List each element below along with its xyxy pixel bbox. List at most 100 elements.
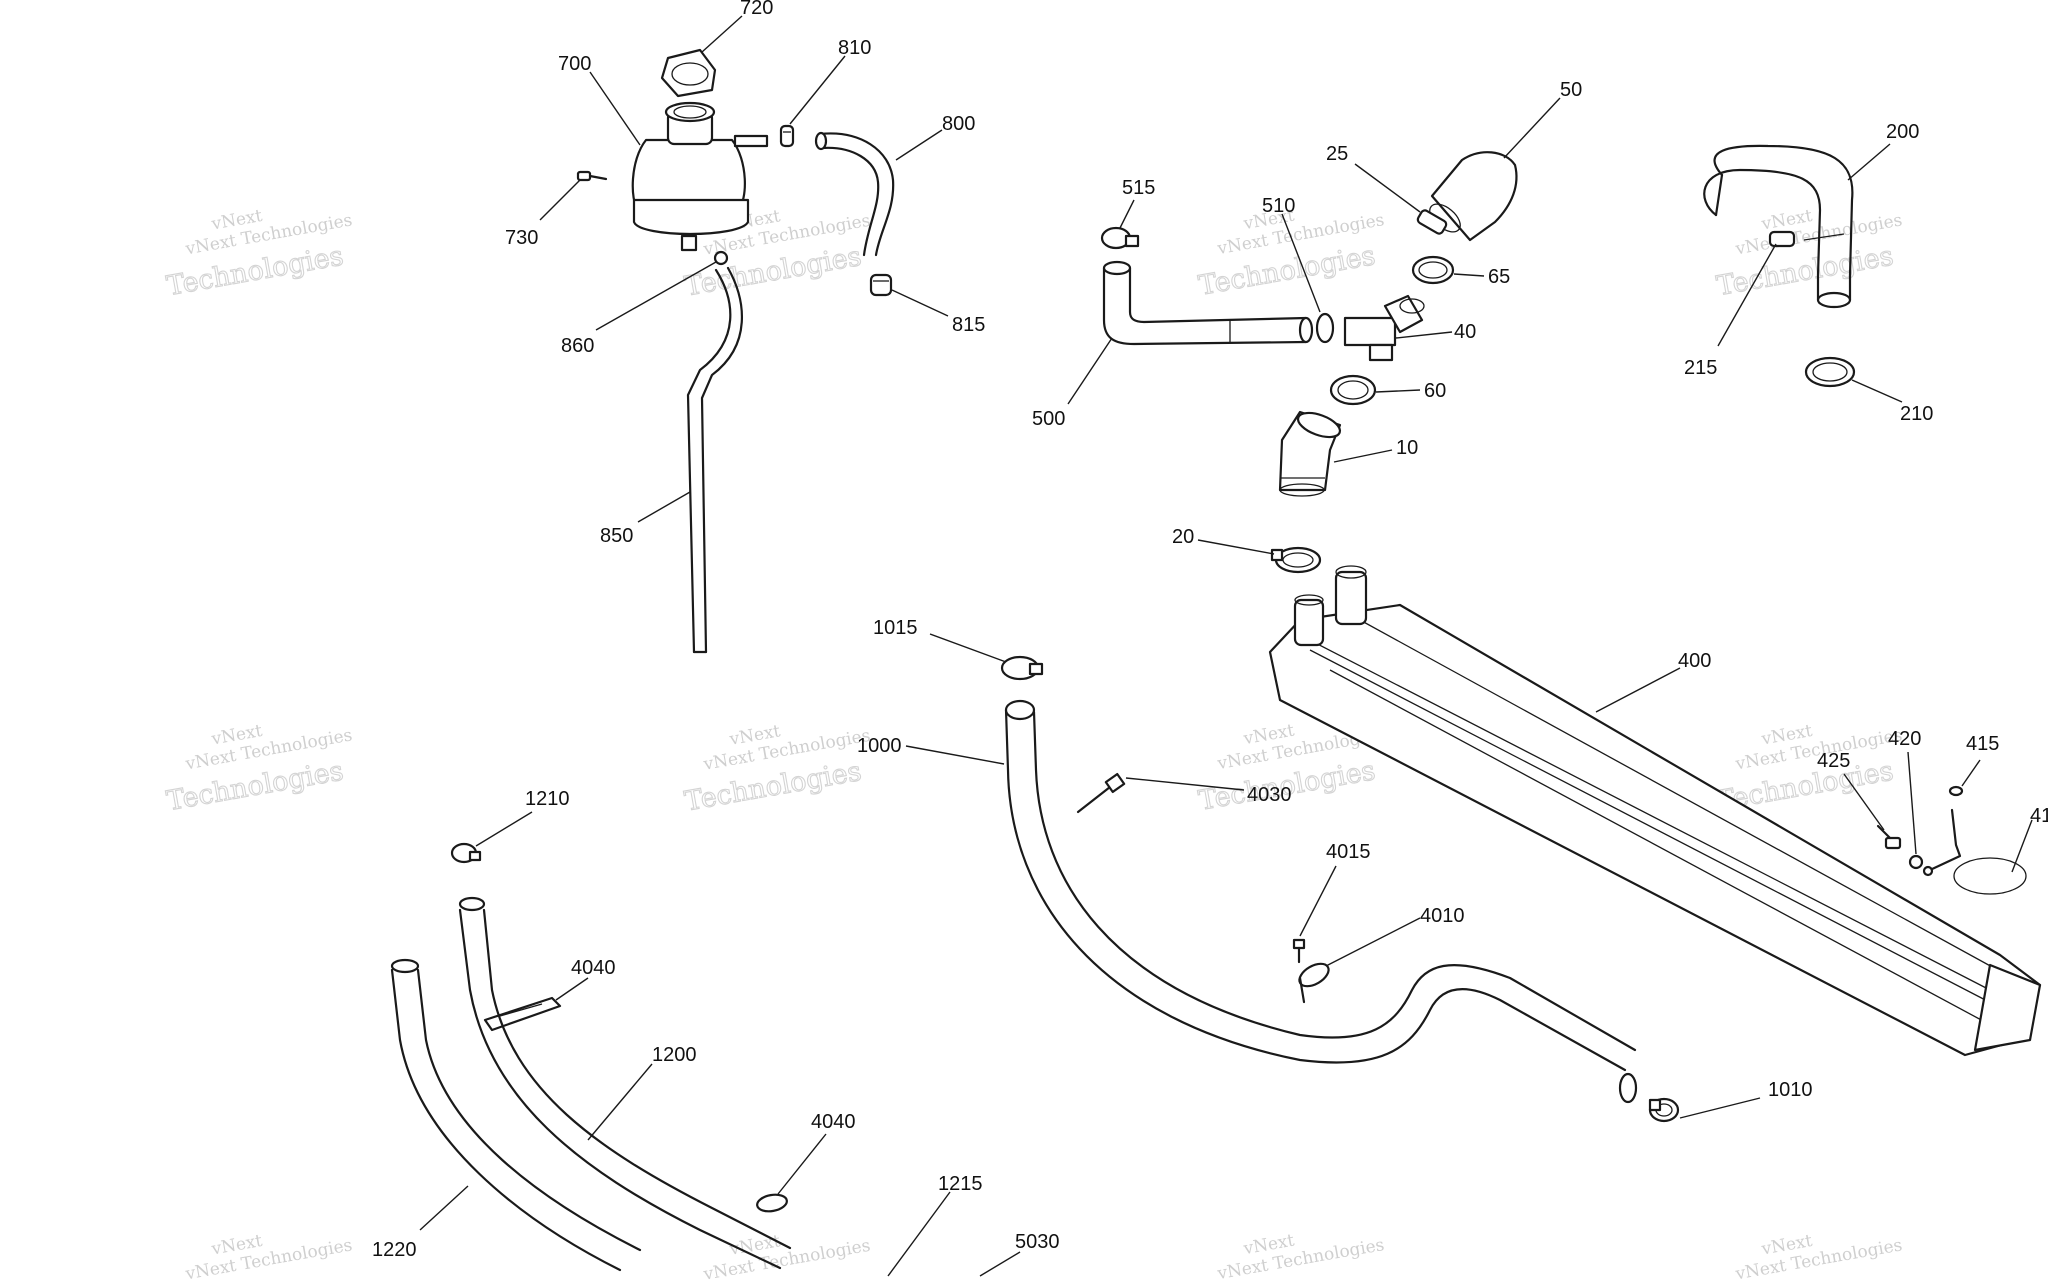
- callout-420: 420: [1888, 728, 1921, 855]
- tee-connector-part: [1343, 294, 1425, 362]
- callout-4040a: 4040: [555, 957, 616, 1001]
- callout-850: 850: [600, 491, 691, 547]
- elbow-hose-part: [1429, 151, 1518, 242]
- hose-clamp-part: [1100, 226, 1140, 250]
- callout-label: 4030: [1247, 784, 1292, 806]
- callout-510: 510: [1262, 195, 1321, 313]
- long-hose-part: [1004, 699, 1638, 1104]
- callout-1000: 1000: [857, 735, 1005, 765]
- callout-label: 4040: [571, 957, 616, 979]
- watermark-text: vNext Technologies: [1215, 1235, 1386, 1280]
- u-hose-part: [1703, 144, 1854, 309]
- callout-400: 400: [1595, 650, 1711, 713]
- callout-25: 25: [1326, 143, 1421, 213]
- clip-part: [1298, 962, 1330, 1004]
- hose-clamp-part: [1648, 1097, 1680, 1123]
- temperature-sensor-part: [1076, 772, 1126, 814]
- callout-1220: 1220: [372, 1185, 469, 1261]
- callout-label: 1000: [857, 735, 902, 757]
- hose-clamp-part: [1315, 312, 1335, 344]
- callout-60: 60: [1375, 380, 1446, 402]
- callout-200: 200: [1847, 121, 1919, 181]
- callout-label: 65: [1488, 266, 1510, 288]
- hose-clamp-part: [1768, 230, 1796, 248]
- hose-clamp-part: [1000, 655, 1044, 681]
- hose-clamp-part: [450, 842, 482, 864]
- vent-tube-part: [686, 266, 743, 654]
- callout-800: 800: [895, 113, 975, 161]
- fitting-part: [713, 250, 729, 266]
- watermark-text: vNext Technologies: [183, 1235, 354, 1280]
- callout-label: 4010: [1420, 905, 1465, 927]
- callout-label: 420: [1888, 728, 1921, 750]
- callout-1010: 1010: [1679, 1079, 1813, 1119]
- watermark-text: vNext Technologies: [1733, 1235, 1904, 1280]
- callout-label: 815: [952, 314, 985, 336]
- callout-label: 200: [1886, 121, 1919, 143]
- callout-label: 810: [838, 37, 871, 59]
- callout-label: 1015: [873, 617, 918, 639]
- bolt-part: [1876, 824, 1902, 850]
- callout-500: 500: [1032, 337, 1113, 430]
- callout-label: 50: [1560, 79, 1582, 101]
- callout-20: 20: [1172, 526, 1275, 555]
- hose-clamp-part: [869, 273, 893, 297]
- small-clamp-part: [779, 124, 795, 148]
- callout-720: 720: [701, 0, 773, 53]
- washer-part: [1948, 785, 1964, 797]
- callout-label: 41: [2030, 805, 2048, 827]
- callout-label: 700: [558, 53, 591, 75]
- screw-part: [576, 170, 608, 182]
- callout-425: 425: [1817, 750, 1885, 831]
- callout-700: 700: [558, 53, 641, 146]
- callout-label: 25: [1326, 143, 1348, 165]
- callout-label: 4015: [1326, 841, 1371, 863]
- callout-815: 815: [891, 289, 985, 336]
- callout-4015: 4015: [1299, 841, 1371, 937]
- callout-label: 1210: [525, 788, 570, 810]
- callout-label: 515: [1122, 177, 1155, 199]
- screw-part: [1292, 938, 1306, 964]
- callout-730: 730: [505, 179, 581, 249]
- callout-4010: 4010: [1325, 905, 1465, 967]
- callout-label: 1010: [1768, 1079, 1813, 1101]
- callout-40: 40: [1395, 321, 1476, 343]
- callout-210: 210: [1851, 379, 1933, 425]
- hose-clamp-part: [1270, 546, 1322, 574]
- callout-10: 10: [1333, 437, 1418, 463]
- callout-label: 5030: [1015, 1231, 1060, 1253]
- callout-label: 510: [1262, 195, 1295, 217]
- callout-1210: 1210: [475, 788, 570, 847]
- hose-clamp-part: [1416, 209, 1448, 235]
- callout-label: 415: [1966, 733, 1999, 755]
- callout-4040b: 4040: [777, 1111, 856, 1195]
- callout-810: 810: [789, 37, 871, 125]
- callout-label: 500: [1032, 408, 1065, 430]
- callout-50: 50: [1503, 79, 1582, 159]
- callout-label: 850: [600, 525, 633, 547]
- hose-clamp-part: [1804, 356, 1856, 388]
- callout-415: 415: [1961, 733, 1999, 787]
- reservoir-cap-part: [660, 48, 717, 98]
- clip-part: [483, 996, 562, 1032]
- heat-exchanger-part: [1268, 565, 2042, 1057]
- callout-4030: 4030: [1125, 777, 1292, 806]
- hose-clamp-part: [1329, 374, 1377, 406]
- callout-label: 4040: [811, 1111, 856, 1133]
- callout-5030: 5030: [979, 1231, 1060, 1277]
- callout-label: 20: [1172, 526, 1194, 548]
- callout-label: 1215: [938, 1173, 983, 1195]
- callout-label: 10: [1396, 437, 1418, 459]
- callout-65: 65: [1453, 266, 1510, 288]
- callout-1215: 1215: [887, 1173, 983, 1277]
- callout-515: 515: [1119, 177, 1155, 229]
- callout-label: 730: [505, 227, 538, 249]
- callout-label: 400: [1678, 650, 1711, 672]
- callout-860: 860: [561, 261, 717, 357]
- long-hose-part: [390, 958, 642, 1272]
- callout-label: 1220: [372, 1239, 417, 1261]
- callout-label: 210: [1900, 403, 1933, 425]
- callout-1200: 1200: [587, 1044, 697, 1141]
- watermark-layer: vNext vNext Technologies Technologies vN…: [164, 206, 1904, 1280]
